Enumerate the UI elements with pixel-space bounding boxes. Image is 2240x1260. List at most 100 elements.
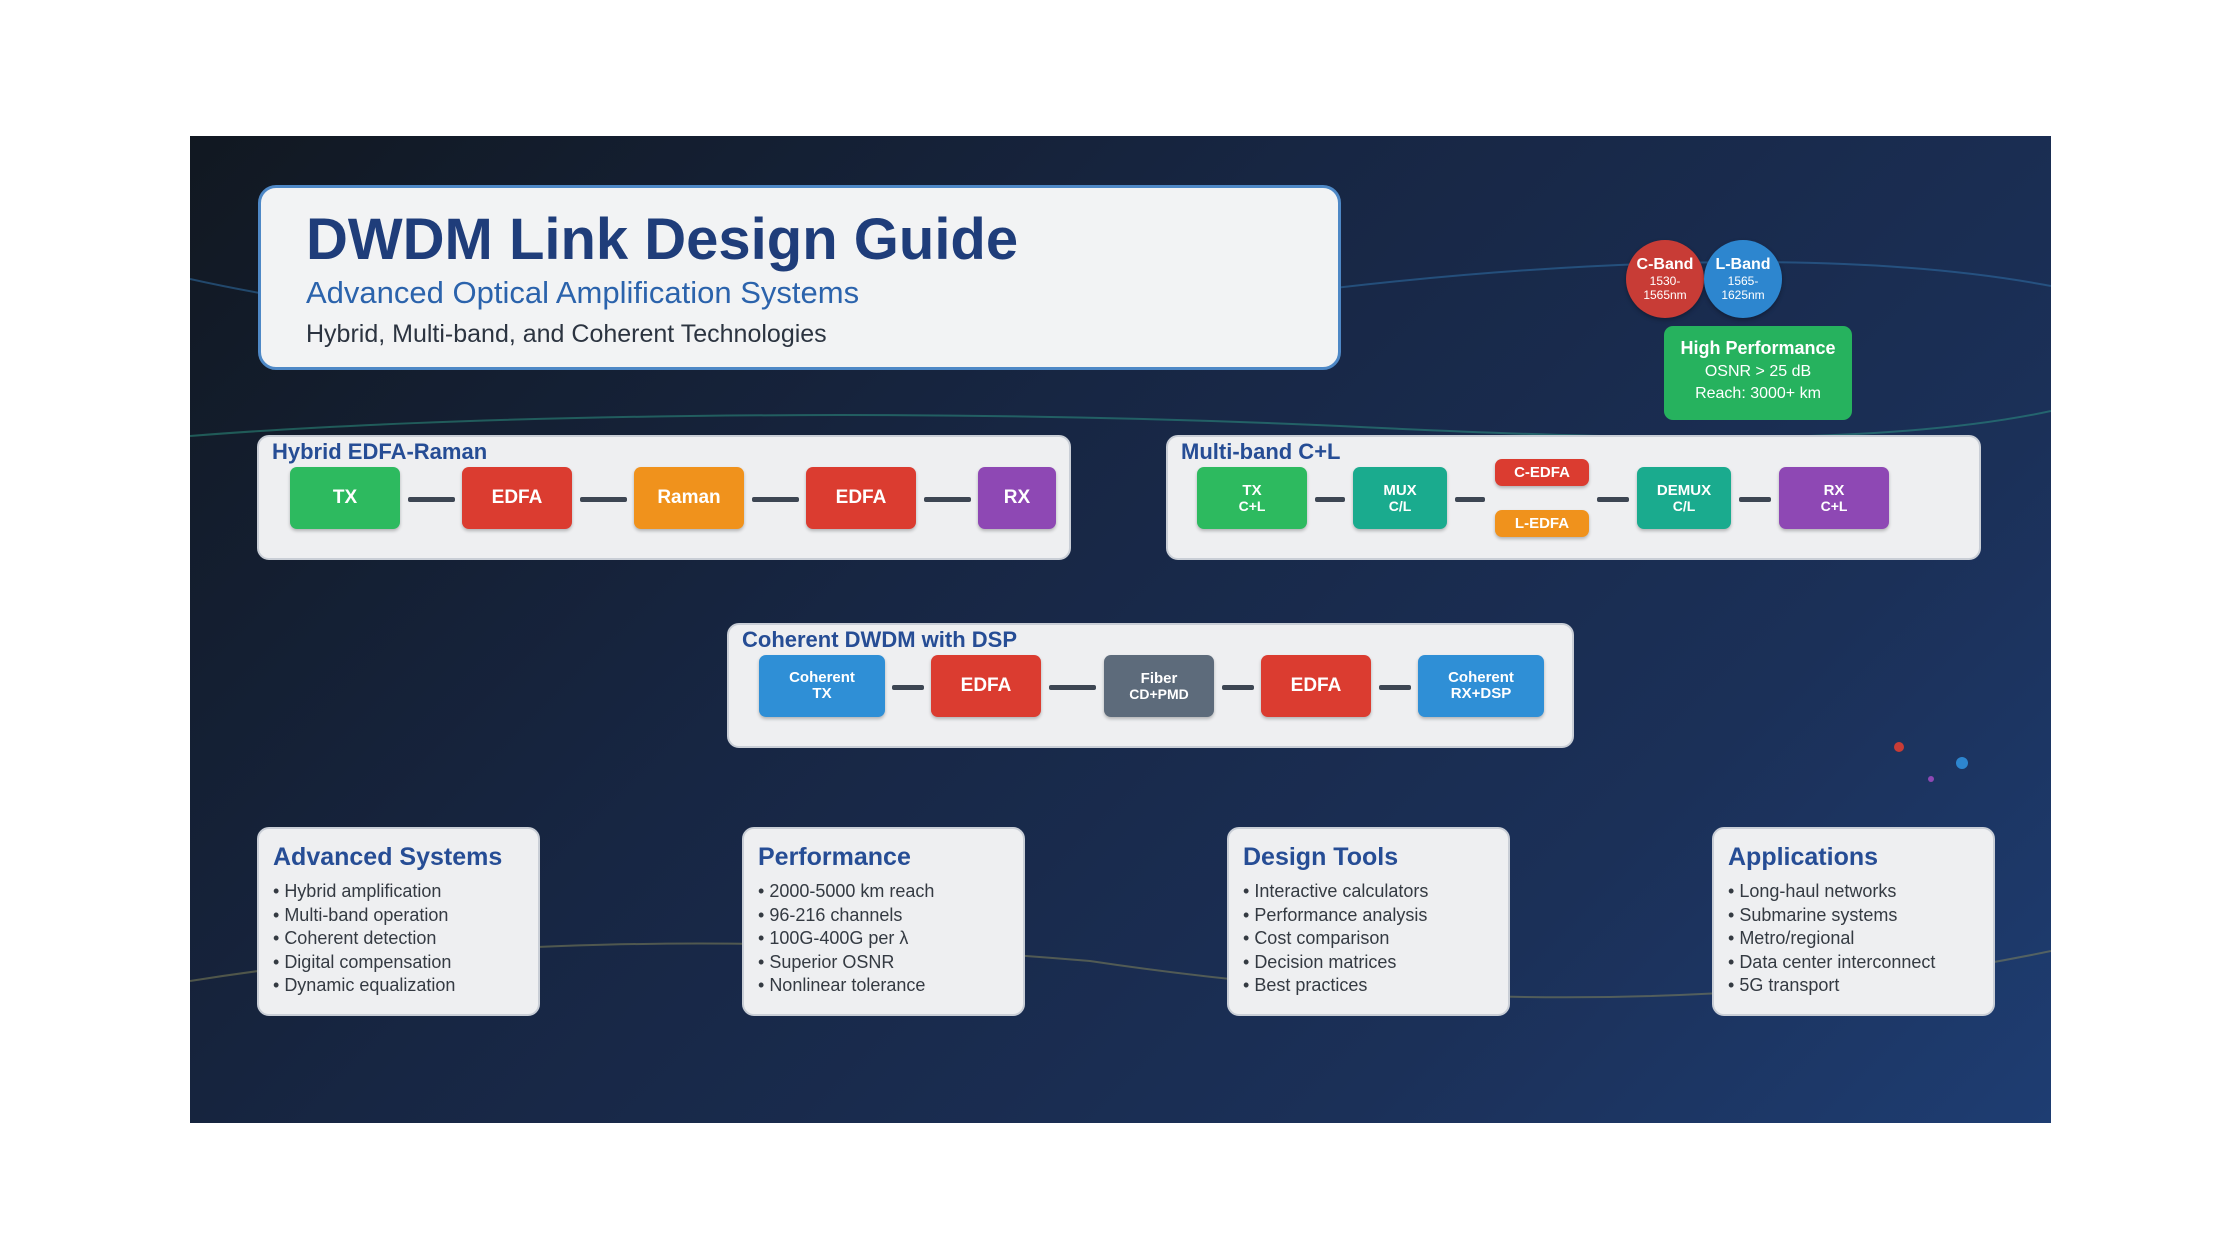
hybrid-edfa-node-2: EDFA [806,467,916,529]
multiband-rx-line1: RX [1823,481,1845,499]
list-item: Coherent detection [273,927,538,951]
multiband-tx-line2: C+L [1238,497,1266,514]
l-band-badge: L-Band 1565- 1625nm [1704,240,1782,318]
hybrid-tx-node: TX [290,467,400,529]
card-list: Hybrid amplification Multi-band operatio… [273,880,538,998]
list-item: 100G-400G per λ [758,927,1023,951]
card-title: Performance [758,843,911,871]
multiband-demux-line1: DEMUX [1656,481,1712,499]
coherent-tx-line2: TX [812,685,832,702]
multiband-connector-2 [1455,497,1485,502]
card-list: Long-haul networks Submarine systems Met… [1728,880,1993,998]
list-item: Hybrid amplification [273,880,538,904]
hybrid-panel-title: Hybrid EDFA-Raman [272,439,488,464]
performance-title: High Performance [1680,338,1836,358]
card-list: 2000-5000 km reach 96-216 channels 100G-… [758,880,1023,998]
page-subtitle: Advanced Optical Amplification Systems [306,275,860,310]
coherent-rx-line2: RX+DSP [1450,685,1512,702]
hybrid-edfa-raman-panel: Hybrid EDFA-Raman TX EDFA Raman EDFA RX [257,435,1071,560]
list-item: Digital compensation [273,951,538,975]
card-advanced-systems: Advanced Systems Hybrid amplification Mu… [257,827,540,1016]
multiband-panel-title: Multi-band C+L [1181,439,1341,464]
multiband-connector-3 [1597,497,1629,502]
c-band-name: C-Band [1636,255,1694,273]
hybrid-connector-2 [580,497,627,502]
page-tagline: Hybrid, Multi-band, and Coherent Technol… [306,320,827,348]
title-box: DWDM Link Design Guide Advanced Optical … [258,185,1341,370]
coherent-tx-line1: Coherent [789,669,855,687]
l-band-range-end: 1625nm [1721,288,1765,302]
list-item: Interactive calculators [1243,880,1508,904]
list-item: Metro/regional [1728,927,1993,951]
hybrid-connector-3 [752,497,799,502]
coherent-edfa-node-1: EDFA [931,655,1041,717]
fiber-node: Fiber CD+PMD [1104,655,1214,717]
list-item: Multi-band operation [273,904,538,928]
hybrid-edfa-label-2: EDFA [835,487,887,509]
coherent-rx-line1: Coherent [1448,669,1514,687]
dot-blue [1956,757,1968,769]
coherent-connector-1 [892,685,924,690]
list-item: Decision matrices [1243,951,1508,975]
multiband-mux-line1: MUX [1383,481,1417,499]
coherent-edfa-node-2: EDFA [1261,655,1371,717]
card-design-tools: Design Tools Interactive calculators Per… [1227,827,1510,1016]
multiband-demux-node: DEMUX C/L [1637,467,1731,529]
list-item: Best practices [1243,974,1508,998]
hybrid-rx-node: RX [978,467,1056,529]
performance-osnr: OSNR > 25 dB [1704,363,1812,380]
card-title: Design Tools [1243,843,1399,871]
list-item: Data center interconnect [1728,951,1993,975]
hybrid-edfa-node-1: EDFA [462,467,572,529]
multiband-tx-line1: TX [1242,481,1262,499]
dot-red [1894,742,1904,752]
list-item: Performance analysis [1243,904,1508,928]
l-band-name: L-Band [1715,255,1771,273]
c-band-range-start: 1530- [1649,273,1681,288]
performance-reach: Reach: 3000+ km [1695,385,1821,402]
c-edfa-node: C-EDFA [1495,459,1589,486]
multiband-connector-4 [1739,497,1771,502]
card-performance: Performance 2000-5000 km reach 96-216 ch… [742,827,1025,1016]
coherent-edfa-label-1: EDFA [960,675,1012,697]
hybrid-rx-label: RX [1003,487,1031,509]
multiband-cl-panel: Multi-band C+L TX C+L MUX C/L C-EDFA L-E… [1166,435,1981,560]
wave-line-middle [190,410,2051,439]
multiband-rx-line2: C+L [1820,497,1848,514]
multiband-connector-1 [1315,497,1345,502]
hybrid-raman-node: Raman [634,467,744,529]
page-title: DWDM Link Design Guide [306,207,1019,272]
coherent-rx-node: Coherent RX+DSP [1418,655,1544,717]
list-item: Dynamic equalization [273,974,538,998]
multiband-rx-node: RX C+L [1779,467,1889,529]
list-item: Submarine systems [1728,904,1993,928]
list-item: Cost comparison [1243,927,1508,951]
list-item: 5G transport [1728,974,1993,998]
multiband-mux-line2: C/L [1388,497,1412,514]
coherent-connector-3 [1222,685,1254,690]
list-item: Nonlinear tolerance [758,974,1023,998]
multiband-tx-node: TX C+L [1197,467,1307,529]
list-item: 2000-5000 km reach [758,880,1023,904]
coherent-dwdm-panel: Coherent DWDM with DSP Coherent TX EDFA … [727,623,1574,748]
list-item: 96-216 channels [758,904,1023,928]
card-applications: Applications Long-haul networks Submarin… [1712,827,1995,1016]
coherent-connector-4 [1379,685,1411,690]
dot-purple [1928,776,1934,782]
c-band-badge: C-Band 1530- 1565nm [1626,240,1704,318]
multiband-demux-line2: C/L [1672,497,1696,514]
multiband-mux-node: MUX C/L [1353,467,1447,529]
card-title: Advanced Systems [273,843,503,871]
fiber-line1: Fiber [1140,669,1178,687]
coherent-tx-node: Coherent TX [759,655,885,717]
hybrid-connector-1 [408,497,455,502]
c-band-range-end: 1565nm [1643,288,1687,302]
coherent-panel-title: Coherent DWDM with DSP [742,627,1017,652]
high-performance-badge: High Performance OSNR > 25 dB Reach: 300… [1664,326,1852,420]
l-edfa-node: L-EDFA [1495,510,1589,537]
coherent-connector-2 [1049,685,1096,690]
card-title: Applications [1728,843,1879,871]
hybrid-tx-label: TX [332,487,358,509]
hybrid-edfa-label-1: EDFA [491,487,543,509]
c-edfa-label: C-EDFA [1514,463,1570,481]
